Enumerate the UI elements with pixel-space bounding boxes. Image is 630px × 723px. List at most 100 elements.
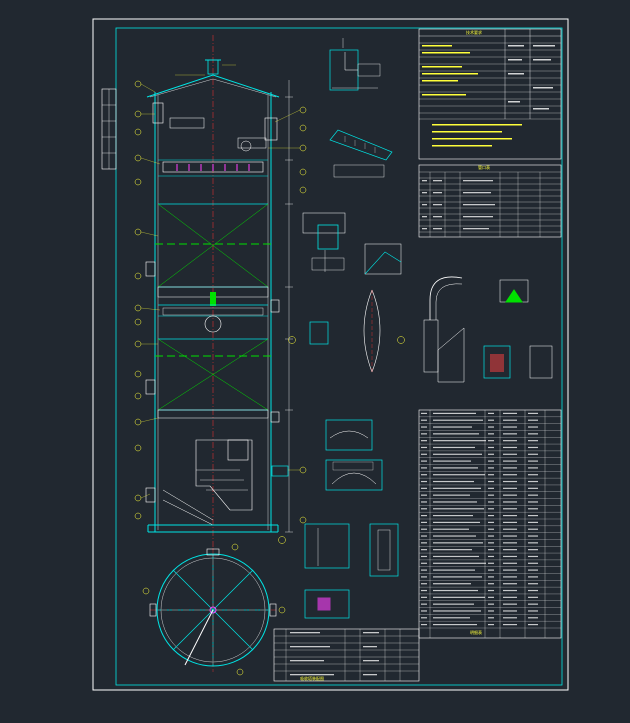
- parts-cell-text: [488, 596, 494, 598]
- parts-cell-text: [528, 562, 538, 564]
- parts-cell-text: [488, 487, 494, 489]
- parts-cell-text: [433, 576, 482, 578]
- parts-cell-text: [528, 603, 538, 605]
- parts-cell-text: [503, 562, 517, 564]
- parts-cell-text: [433, 562, 486, 564]
- parts-cell-text: [488, 610, 494, 612]
- parts-cell-text: [433, 521, 480, 524]
- parts-cell-text: [528, 617, 538, 619]
- parts-cell-text: [433, 419, 483, 421]
- parts-cell-text: [488, 460, 494, 462]
- parts-cell-text: [433, 596, 485, 598]
- parts-cell-text: [433, 467, 478, 469]
- parts-cell-text: [433, 610, 481, 612]
- parts-cell-text: [421, 569, 427, 571]
- parts-cell-text: [528, 528, 538, 530]
- parts-cell-text: [488, 501, 494, 503]
- parts-cell-text: [421, 528, 427, 530]
- parts-cell-text: [528, 610, 538, 612]
- parts-cell-text: [421, 535, 427, 537]
- parts-cell-text: [503, 555, 517, 558]
- parts-cell-text: [528, 583, 538, 585]
- parts-cell-text: [433, 528, 469, 530]
- parts-cell-text: [503, 440, 517, 442]
- parts-cell-text: [528, 589, 538, 592]
- parts-cell-text: [421, 555, 427, 558]
- parts-cell-text: [488, 514, 494, 517]
- parts-cell-text: [528, 501, 538, 503]
- parts-cell-text: [421, 514, 427, 517]
- parts-cell-text: [503, 514, 517, 517]
- parts-cell-text: [433, 460, 471, 462]
- parts-cell-text: [433, 555, 479, 558]
- paper-frame: [92, 18, 569, 691]
- parts-cell-text: [433, 603, 474, 605]
- parts-cell-text: [433, 446, 475, 449]
- parts-cell-text: [503, 480, 517, 483]
- parts-cell-text: [503, 453, 517, 455]
- parts-cell-text: [488, 569, 494, 571]
- parts-cell-text: [421, 617, 427, 619]
- tower-elevation: [134, 35, 307, 550]
- parts-cell-text: [528, 419, 538, 421]
- parts-cell-text: [421, 494, 427, 496]
- parts-cell-text: [528, 412, 538, 415]
- parts-cell-text: [528, 446, 538, 449]
- parts-cell-text: [528, 555, 538, 558]
- parts-cell-text: [421, 419, 427, 421]
- parts-cell-text: [433, 549, 472, 551]
- parts-cell-text: [528, 494, 538, 496]
- parts-cell-text: [433, 474, 485, 476]
- parts-cell-text: [488, 508, 494, 510]
- parts-cell-text: [503, 494, 517, 496]
- parts-table-title: 明细表: [470, 629, 482, 635]
- parts-cell-text: [421, 542, 427, 544]
- parts-cell-text: [421, 460, 427, 462]
- parts-cell-text: [433, 487, 481, 489]
- parts-cell-text: [528, 508, 538, 510]
- parts-cell-text: [488, 583, 494, 585]
- parts-cell-text: [488, 549, 494, 551]
- detail-views: [278, 38, 553, 619]
- parts-cell-text: [528, 576, 538, 578]
- parts-cell-text: [488, 542, 494, 544]
- nozzle-table-title: 管口表: [478, 164, 490, 170]
- parts-cell-text: [488, 535, 494, 537]
- parts-cell-text: [528, 542, 538, 544]
- parts-cell-text: [503, 589, 517, 592]
- title-block-name: 吸收塔装配图: [300, 675, 324, 681]
- parts-cell-text: [421, 467, 427, 469]
- parts-cell-text: [503, 433, 517, 435]
- parts-cell-text: [433, 542, 483, 544]
- parts-cell-text: [503, 623, 517, 626]
- parts-cell-text: [503, 412, 517, 415]
- parts-cell-text: [503, 487, 517, 489]
- parts-cell-text: [528, 433, 538, 435]
- parts-cell-text: [488, 467, 494, 469]
- parts-cell-text: [421, 501, 427, 503]
- parts-cell-text: [421, 623, 427, 626]
- parts-cell-text: [528, 596, 538, 598]
- parts-cell-text: [488, 589, 494, 592]
- parts-cell-text: [488, 426, 494, 428]
- tech-table: 技术要求: [418, 28, 562, 160]
- parts-cell-text: [421, 562, 427, 564]
- parts-cell-text: [528, 521, 538, 524]
- plan-view: [142, 543, 286, 676]
- parts-cell-text: [503, 583, 517, 585]
- parts-cell-text: [503, 576, 517, 578]
- parts-cell-text: [421, 446, 427, 449]
- parts-cell-text: [488, 412, 494, 415]
- parts-cell-text: [488, 474, 494, 476]
- nozzle-table: 管口表: [418, 164, 562, 238]
- parts-cell-text: [421, 412, 427, 415]
- parts-cell-text: [433, 453, 482, 455]
- parts-cell-text: [503, 542, 517, 544]
- parts-cell-text: [503, 603, 517, 605]
- title-block: 吸收塔装配图: [273, 628, 420, 682]
- parts-cell-text: [433, 440, 486, 442]
- parts-cell-text: [488, 419, 494, 421]
- parts-cell-text: [421, 474, 427, 476]
- parts-cell-text: [488, 453, 494, 455]
